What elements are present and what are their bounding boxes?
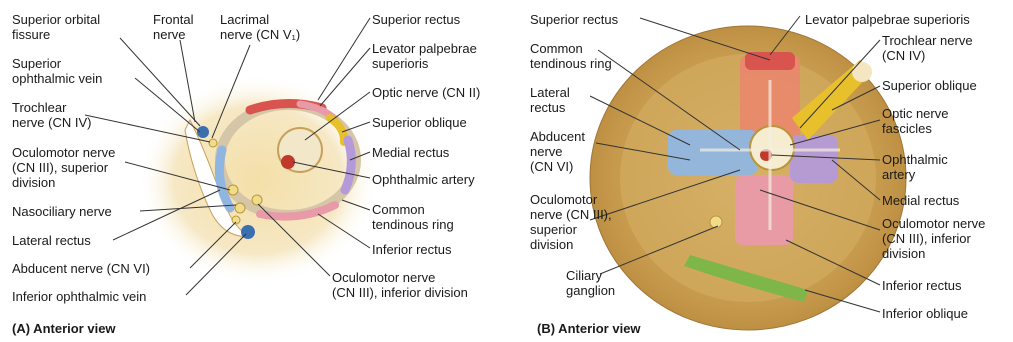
label-superior-rectus-b: Superior rectus [530,12,618,27]
trochlea [852,62,872,82]
abducent-dot [232,216,240,224]
label-abducent-nerve: Abducent nerve (CN VI) [12,261,150,276]
label-inferior-rectus-b: Inferior rectus [882,278,961,293]
trochlear-dot [209,139,217,147]
medial-rectus-muscle-b [790,135,838,183]
label-nasociliary-nerve: Nasociliary nerve [12,204,112,219]
panel-b-caption: (B) Anterior view [537,321,641,336]
label-inferior-oblique-b: Inferior oblique [882,306,968,321]
label-lateral-rectus: Lateral rectus [12,233,91,248]
label-superior-rectus-a: Superior rectus [372,12,460,27]
label-optic-nerve: Optic nerve (CN II) [372,85,480,100]
label-trochlear-nerve-b: Trochlear nerve(CN IV) [882,33,973,63]
label-superior-oblique-a: Superior oblique [372,115,467,130]
panel-a-orbit [138,75,378,285]
inferior-rectus-muscle-b [735,175,793,245]
label-medial-rectus-a: Medial rectus [372,145,449,160]
superior-ophthalmic-vein [197,126,209,138]
nasociliary-dot [235,203,245,213]
panel-b-orbit [590,26,906,330]
label-oculomotor-inferior-a: Oculomotor nerve(CN III), inferior divis… [332,270,468,300]
panel-a-caption: (A) Anterior view [12,321,116,336]
label-inferior-rectus-a: Inferior rectus [372,242,451,257]
label-levator-palpebrae-b: Levator palpebrae superioris [805,12,970,27]
label-inferior-ophthalmic-vein: Inferior ophthalmic vein [12,289,146,304]
label-superior-oblique-b: Superior oblique [882,78,977,93]
label-medial-rectus-b: Medial rectus [882,193,959,208]
oculomotor-inferior-dot [252,195,262,205]
label-ophthalmic-artery-a: Ophthalmic artery [372,172,475,187]
ophthalmic-artery [281,155,295,169]
lateral-rectus-muscle-b [668,130,758,175]
optic-nerve-fascicles [750,126,794,170]
ciliary-ganglion [710,216,722,228]
